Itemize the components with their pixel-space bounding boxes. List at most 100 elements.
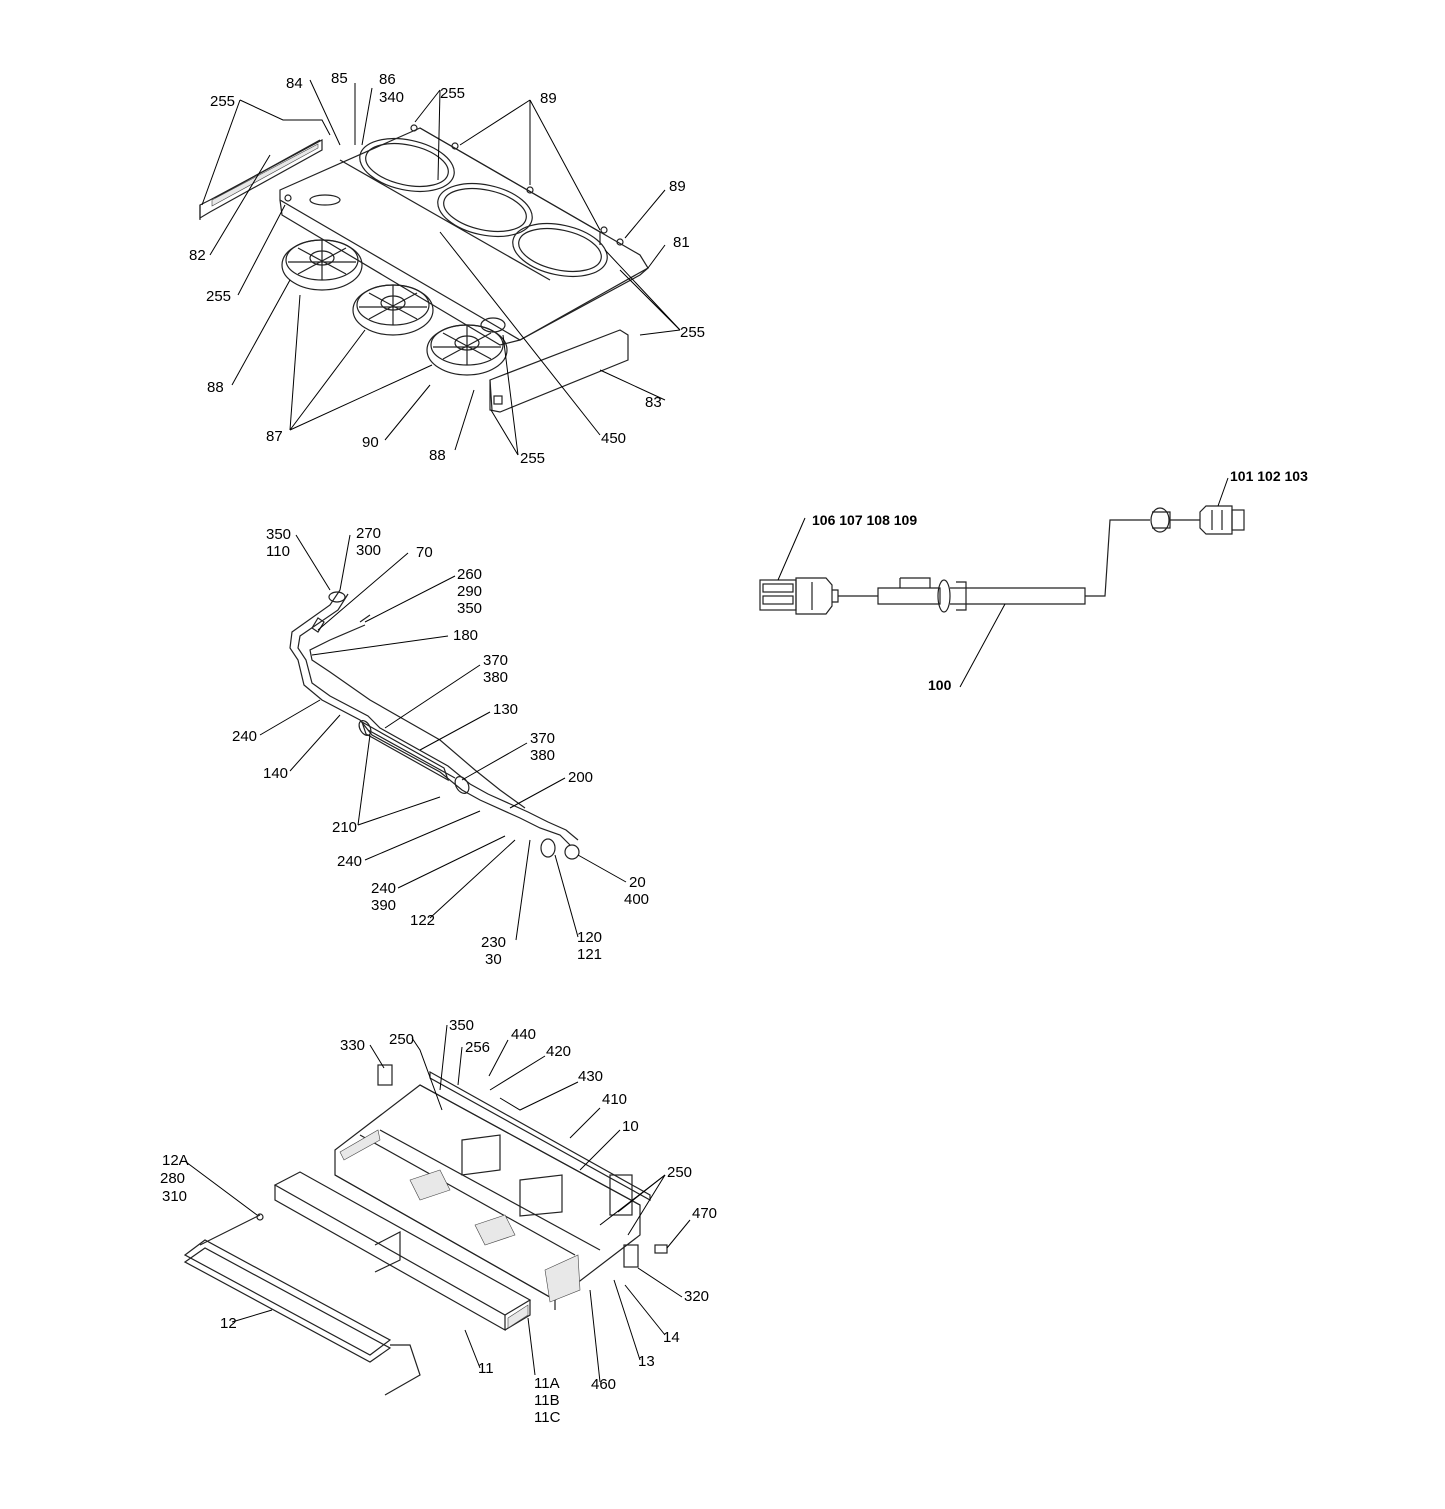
label-84: 84 <box>286 75 303 92</box>
roof-unit-assembly: 255 84 85 86 340 255 89 89 81 82 255 255… <box>189 70 705 467</box>
label-130: 130 <box>493 701 518 718</box>
label-320: 320 <box>684 1288 709 1305</box>
chassis-labels: 330 250 350 256 440 420 430 410 10 250 4… <box>160 1017 717 1426</box>
fan-1 <box>281 239 363 291</box>
piping-labels: 350 110 270 300 70 260 290 350 180 370 3… <box>232 525 649 968</box>
harness-labels: 106 107 108 109 101 102 103 100 <box>812 468 1308 693</box>
piping-assembly: 350 110 270 300 70 260 290 350 180 370 3… <box>232 525 649 968</box>
chassis-assembly: 330 250 350 256 440 420 430 410 10 250 4… <box>160 1017 717 1426</box>
label-88: 88 <box>429 447 446 464</box>
label-255: 255 <box>440 85 465 102</box>
condenser-fans <box>281 239 508 376</box>
grommet <box>1150 507 1171 533</box>
label-88: 88 <box>207 379 224 396</box>
label-250: 250 <box>667 1164 692 1181</box>
label-83: 83 <box>645 394 662 411</box>
label-30: 30 <box>485 951 502 968</box>
label-10: 10 <box>622 1118 639 1135</box>
connector-left <box>759 577 839 615</box>
cable-sleeve <box>877 577 1086 613</box>
label-255: 255 <box>206 288 231 305</box>
label-310: 310 <box>162 1188 187 1205</box>
label-120: 120 <box>577 929 602 946</box>
label-270: 270 <box>356 525 381 542</box>
label-256: 256 <box>465 1039 490 1056</box>
label-370: 370 <box>530 730 555 747</box>
label-210: 210 <box>332 819 357 836</box>
label-140: 140 <box>263 765 288 782</box>
label-121: 121 <box>577 946 602 963</box>
evaporator-coil <box>273 1171 532 1332</box>
label-11B: 11B <box>534 1392 560 1409</box>
label-12A: 12A <box>162 1152 189 1169</box>
label-255: 255 <box>210 93 235 110</box>
label-330: 330 <box>340 1037 365 1054</box>
label-300: 300 <box>356 542 381 559</box>
label-86: 86 <box>379 71 396 88</box>
label-11A: 11A <box>534 1375 560 1392</box>
label-89: 89 <box>669 178 686 195</box>
roof-leaders <box>201 79 681 456</box>
roof-unit-labels: 255 84 85 86 340 255 89 89 81 82 255 255… <box>189 70 705 467</box>
label-380: 380 <box>530 747 555 764</box>
label-81: 81 <box>673 234 690 251</box>
label-440: 440 <box>511 1026 536 1043</box>
label-380: 380 <box>483 669 508 686</box>
label-430: 430 <box>578 1068 603 1085</box>
label-200: 200 <box>568 769 593 786</box>
chassis-leaders <box>185 1024 691 1383</box>
label-460: 460 <box>591 1376 616 1393</box>
label-110: 110 <box>266 543 290 560</box>
label-290: 290 <box>457 583 482 600</box>
label-400: 400 <box>624 891 649 908</box>
label-70: 70 <box>416 544 433 561</box>
label-12: 12 <box>220 1315 237 1332</box>
piping-leaders <box>259 534 627 941</box>
cover-body <box>279 124 649 346</box>
label-85: 85 <box>331 70 348 87</box>
label-100: 100 <box>928 677 952 693</box>
label-20: 20 <box>629 874 646 891</box>
label-260: 260 <box>457 566 482 583</box>
label-350: 350 <box>266 526 291 543</box>
connector-right <box>1199 505 1245 535</box>
heater-element <box>183 1213 421 1396</box>
label-89: 89 <box>540 90 557 107</box>
label-13: 13 <box>638 1353 655 1370</box>
label-230: 230 <box>481 934 506 951</box>
end-panel-right <box>489 329 629 413</box>
label-390: 390 <box>371 897 396 914</box>
label-280: 280 <box>160 1170 185 1187</box>
label-90: 90 <box>362 434 379 451</box>
label-255: 255 <box>520 450 545 467</box>
label-410: 410 <box>602 1091 627 1108</box>
label-250: 250 <box>389 1031 414 1048</box>
label-350: 350 <box>457 600 482 617</box>
label-11: 11 <box>478 1360 494 1377</box>
label-101-102-103: 101 102 103 <box>1230 468 1308 484</box>
label-470: 470 <box>692 1205 717 1222</box>
label-240: 240 <box>232 728 257 745</box>
fan-3 <box>426 324 508 376</box>
label-11C: 11C <box>534 1409 561 1426</box>
label-255: 255 <box>680 324 705 341</box>
label-340: 340 <box>379 89 404 106</box>
decal <box>377 1064 668 1254</box>
label-450: 450 <box>601 430 626 447</box>
label-350: 350 <box>449 1017 474 1034</box>
label-122: 122 <box>410 912 435 929</box>
label-240: 240 <box>337 853 362 870</box>
label-240: 240 <box>371 880 396 897</box>
fan-2 <box>352 284 434 336</box>
label-106-107-108-109: 106 107 108 109 <box>812 512 917 528</box>
label-14: 14 <box>663 1329 680 1346</box>
end-bracket-left <box>199 138 323 220</box>
label-82: 82 <box>189 247 206 264</box>
harness-leaders <box>777 477 1229 688</box>
label-180: 180 <box>453 627 478 644</box>
pipe-run <box>289 589 580 860</box>
label-370: 370 <box>483 652 508 669</box>
label-420: 420 <box>546 1043 571 1060</box>
label-87: 87 <box>266 428 283 445</box>
